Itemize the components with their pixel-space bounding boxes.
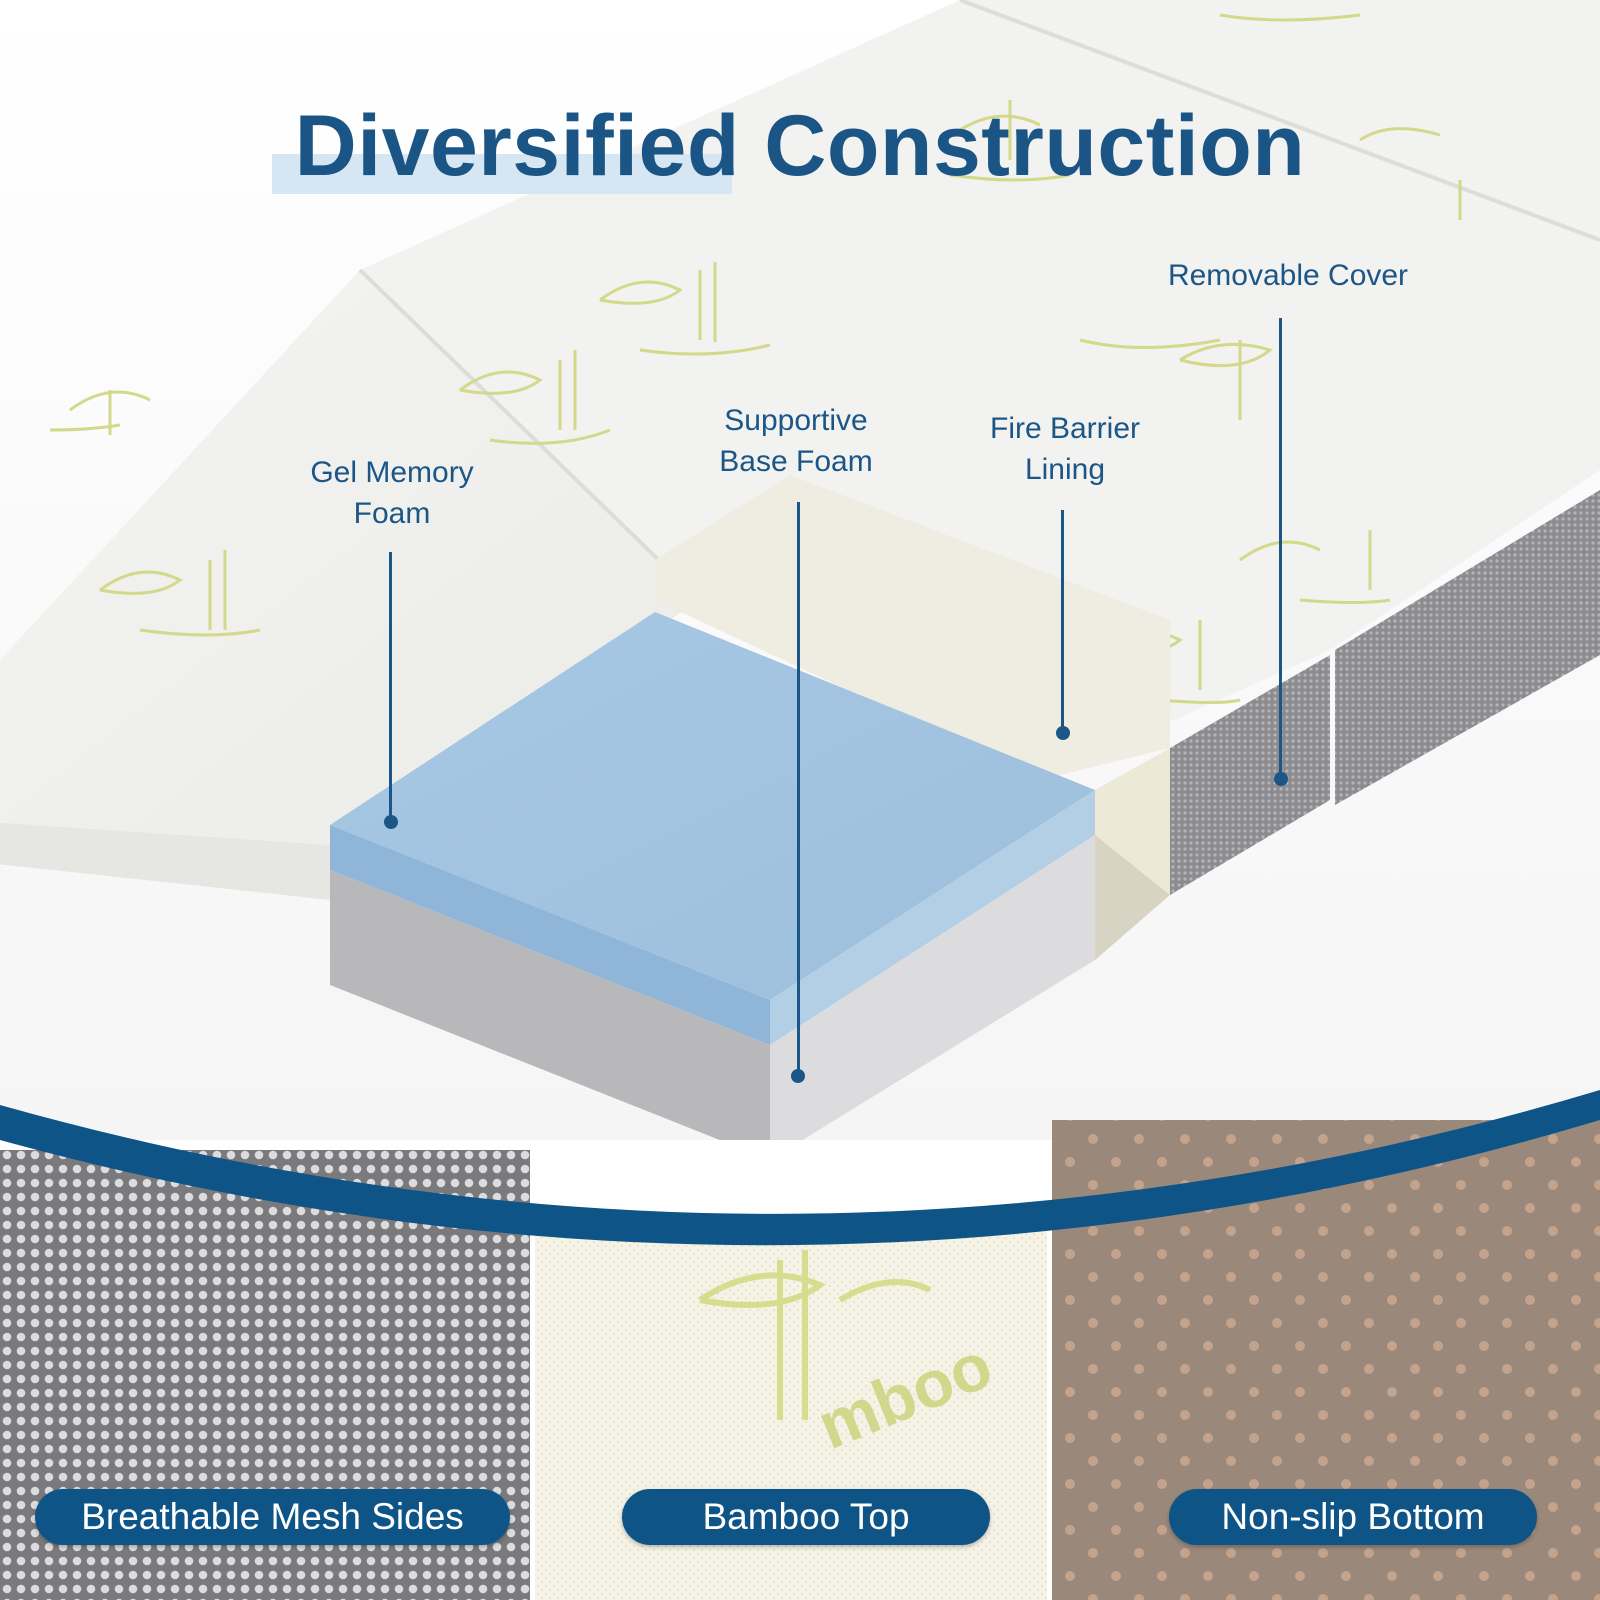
leader-line-base bbox=[797, 502, 800, 1076]
callout-line-1: Gel Memory bbox=[310, 456, 474, 489]
callout-fire-barrier-lining: Fire Barrier Lining bbox=[990, 408, 1140, 490]
callout-line-1: Removable Cover bbox=[1167, 259, 1409, 292]
leader-line-fire bbox=[1061, 510, 1064, 733]
page-title: Diversified Construction bbox=[294, 98, 1306, 194]
callout-supportive-base-foam: Supportive Base Foam bbox=[719, 400, 872, 482]
callout-removable-cover: Removable Cover bbox=[1168, 255, 1408, 296]
leader-dot-gel bbox=[384, 815, 398, 829]
non-slip-bottom-label: Non-slip Bottom bbox=[1169, 1489, 1537, 1545]
leader-dot-cover bbox=[1274, 772, 1288, 786]
callout-line-1: Fire Barrier bbox=[989, 412, 1141, 445]
callout-line-1: Supportive bbox=[724, 404, 868, 437]
bamboo-top-label: Bamboo Top bbox=[622, 1489, 990, 1545]
callout-line-2: Lining bbox=[1024, 453, 1106, 486]
leader-line-cover bbox=[1279, 318, 1282, 778]
mesh-sides-label: Breathable Mesh Sides bbox=[35, 1489, 510, 1545]
title-highlight bbox=[272, 154, 732, 194]
callout-gel-memory-foam: Gel Memory Foam bbox=[310, 452, 473, 534]
bamboo-print-marks bbox=[49, 13, 1462, 704]
callout-line-2: Base Foam bbox=[719, 445, 873, 478]
cutaway-layers bbox=[330, 475, 1170, 1160]
leader-dot-base bbox=[791, 1069, 805, 1083]
callout-line-2: Foam bbox=[353, 497, 431, 530]
leader-dot-fire bbox=[1056, 726, 1070, 740]
leader-line-gel bbox=[389, 552, 392, 821]
title-block: Diversified Construction bbox=[0, 96, 1600, 206]
